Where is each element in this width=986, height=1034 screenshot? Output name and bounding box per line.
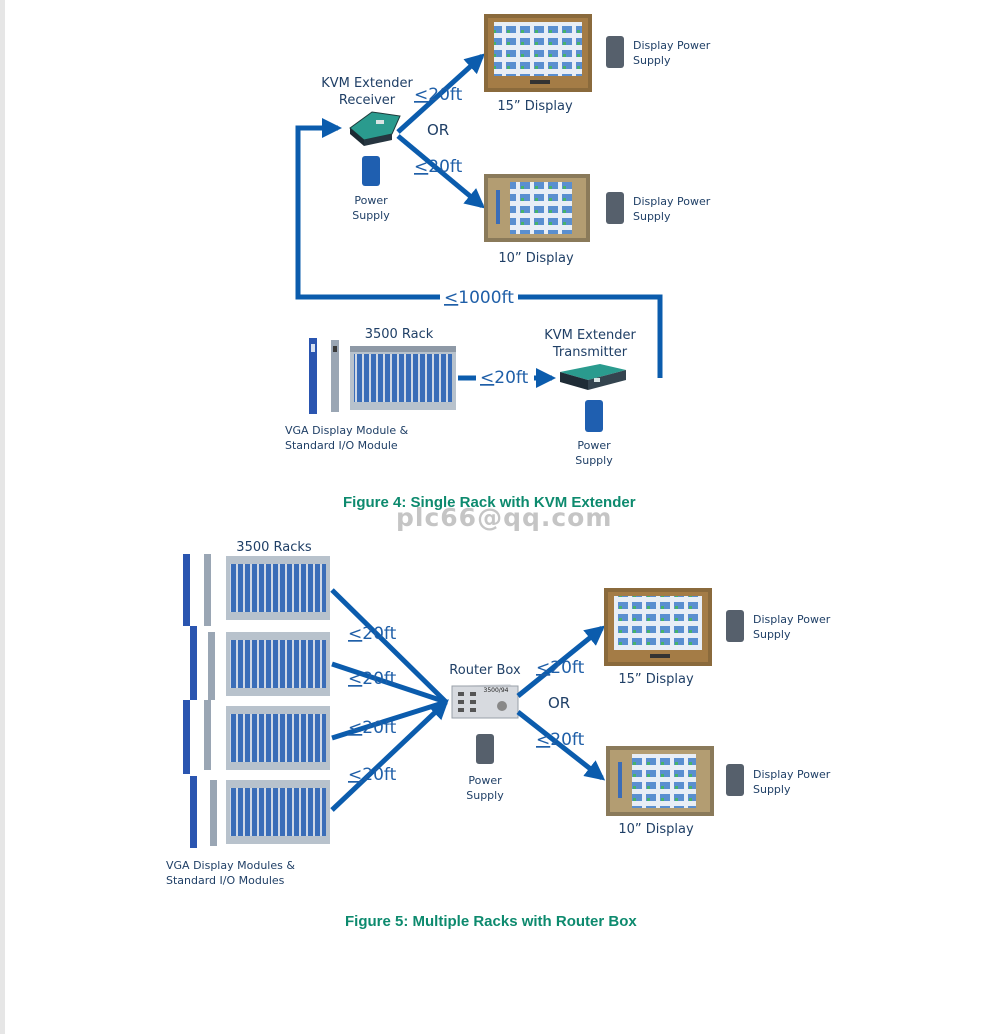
fig5-display-10in-icon (606, 746, 714, 816)
router-power-supply-icon (476, 734, 494, 764)
kvm-receiver (349, 111, 401, 146)
fig5-display-15in-label: 15” Display (618, 672, 694, 687)
kvm-receiver-label-1: KVM Extender (321, 76, 413, 91)
display-power-label-top-1: Display Power (633, 39, 711, 52)
receiver-power-label-2: Supply (352, 209, 390, 222)
transmitter-power-supply-icon (585, 400, 603, 432)
distance-label-bottom: <20ft (414, 157, 463, 177)
router-distance-top: <20ft (536, 658, 585, 678)
display-10in-icon (484, 174, 590, 242)
receiver-power-supply-icon (362, 156, 380, 186)
router-box-icon (451, 684, 519, 719)
display-power-supply-icon-top (606, 36, 624, 68)
figure-5-caption: Figure 5: Multiple Racks with Router Box (345, 913, 637, 930)
rack-stack-icon (226, 556, 330, 844)
vga-io-modules-stack-icon (183, 554, 217, 848)
arrow-router-to-15in (516, 625, 606, 698)
rack-line-3 (331, 699, 447, 741)
kvm-receiver-label-2: Receiver (339, 93, 396, 108)
rack-line-1 (330, 588, 448, 704)
arrow-to-15in-display (396, 53, 485, 134)
transmitter-power-label-2: Supply (575, 454, 613, 467)
display-15in-label: 15” Display (497, 99, 573, 114)
rack-3500-icon (350, 346, 456, 410)
fig5-display-power-label-bottom-2: Supply (753, 783, 791, 796)
receiver-power-label-1: Power (354, 194, 388, 207)
kvm-transmitter-label-2: Transmitter (552, 345, 628, 360)
router-power-label-1: Power (468, 774, 502, 787)
display-power-label-bottom-2: Supply (633, 210, 671, 223)
rack-distance-4: <20ft (348, 765, 397, 785)
rack-distance-2: <20ft (348, 669, 397, 689)
fig5-display-power-label-top-2: Supply (753, 628, 791, 641)
modules-label-1: VGA Display Modules & (166, 859, 295, 872)
rack-distance-3: <20ft (348, 718, 397, 738)
figure-4-caption: Figure 4: Single Rack with KVM Extender (343, 494, 636, 511)
router-label: Router Box (449, 663, 521, 678)
distance-label-long: <1000ft (444, 288, 514, 308)
display-15in-icon (484, 14, 592, 92)
loop-line-left (295, 118, 440, 300)
arrow-router-to-10in (516, 710, 606, 781)
router-power-label-2: Supply (466, 789, 504, 802)
fig5-display-power-label-top-1: Display Power (753, 613, 831, 626)
figure-4: KVM Extender Receiver Power Supply <20ft… (285, 14, 711, 467)
rack-line-4 (330, 699, 449, 812)
arrow-to-10in-display (396, 134, 486, 209)
or-label: OR (427, 121, 449, 139)
display-power-label-bottom-1: Display Power (633, 195, 711, 208)
router-badge: 3500/94 (484, 687, 509, 694)
modules-label-2: Standard I/O Modules (166, 874, 285, 887)
rack-label: 3500 Rack (365, 327, 434, 342)
rack-line-2 (331, 661, 447, 705)
transmitter-power-label-1: Power (577, 439, 611, 452)
fig5-display-power-label-bottom-1: Display Power (753, 768, 831, 781)
module-label-2: Standard I/O Module (285, 439, 398, 452)
watermark-text: plc66@qq.com (396, 503, 613, 532)
kvm-transmitter-icon (560, 364, 626, 390)
racks-label: 3500 Racks (236, 540, 312, 555)
fig5-display-10in-label: 10” Display (618, 822, 694, 837)
distance-label-rack: <20ft (480, 368, 529, 388)
figure-5: 3500 Racks <20ft <20f (166, 540, 831, 887)
module-label-1: VGA Display Module & (285, 424, 409, 437)
vga-io-modules-icon (309, 338, 339, 414)
router-distance-bottom: <20ft (536, 730, 585, 750)
display-power-label-top-2: Supply (633, 54, 671, 67)
rack-distance-1: <20ft (348, 624, 397, 644)
fig5-display-power-icon-top (726, 610, 744, 642)
kvm-transmitter-label-1: KVM Extender (544, 328, 636, 343)
distance-label-top: <20ft (414, 85, 463, 105)
fig5-display-15in-icon (604, 588, 712, 666)
router-or-label: OR (548, 694, 570, 712)
display-10in-label: 10” Display (498, 251, 574, 266)
fig5-display-power-icon-bottom (726, 764, 744, 796)
page-left-border (0, 0, 5, 1034)
loop-line-right (518, 294, 663, 378)
display-power-supply-icon-bottom (606, 192, 624, 224)
